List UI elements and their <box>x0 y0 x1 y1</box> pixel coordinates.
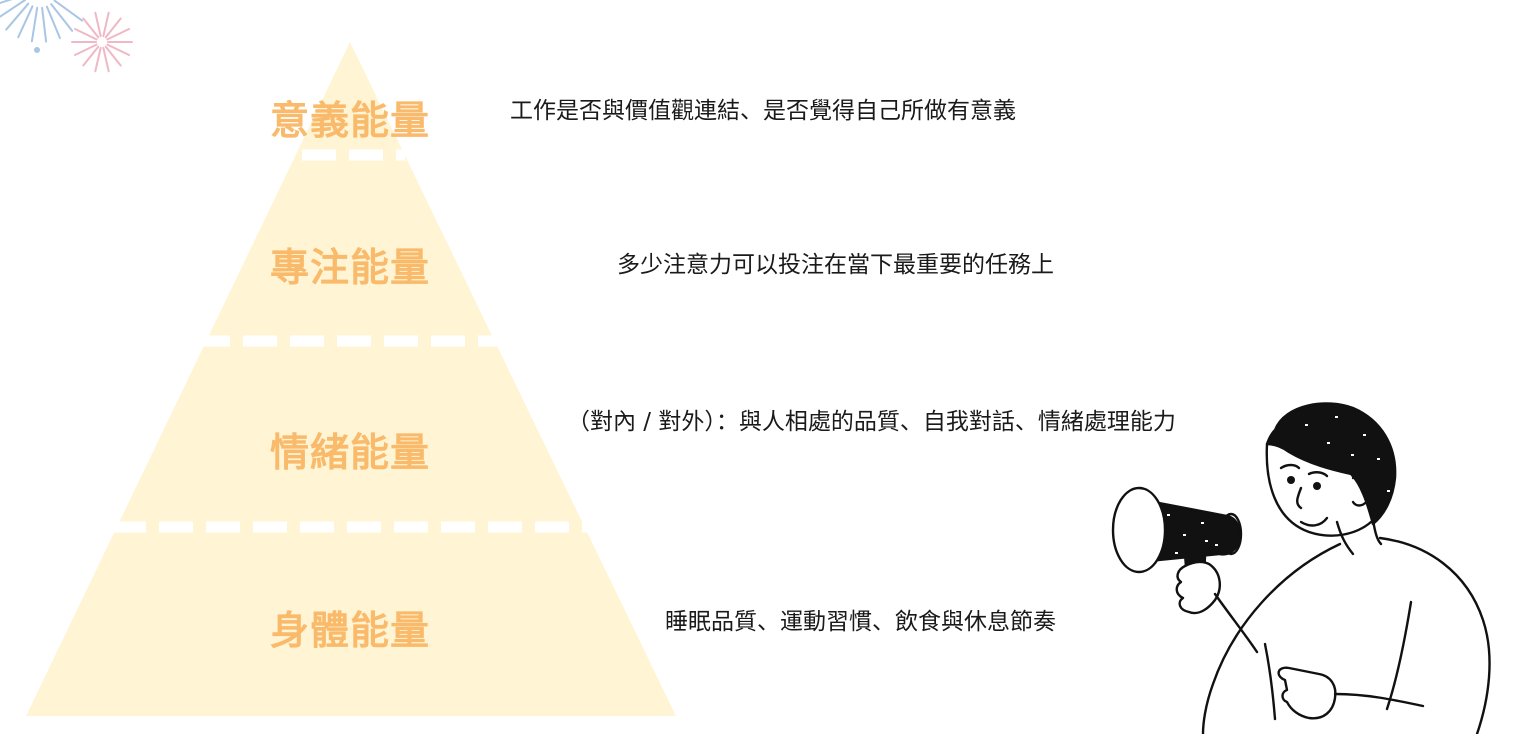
firework-ray <box>73 43 98 57</box>
megaphone-bell <box>1111 486 1167 574</box>
level-desc-meaning: 工作是否與價值觀連結、是否覺得自己所做有意義 <box>510 98 1016 124</box>
speckle <box>1205 540 1208 542</box>
firework-ray <box>94 11 102 38</box>
sweater-outline-right <box>1378 536 1491 734</box>
speckle <box>1305 424 1308 426</box>
speckle <box>1351 454 1354 456</box>
eye-left <box>1287 476 1295 484</box>
level-label-focus: 專注能量 <box>269 246 430 291</box>
firework-ray <box>73 27 98 41</box>
level-desc-emotion: （對內 / 對外）：與人相處的品質、自我對話、情緒處理能力 <box>567 409 1176 435</box>
level-desc-body: 睡眠品質、運動習慣、飲食與休息節奏 <box>665 609 1056 635</box>
megaphone-rim <box>1219 512 1243 556</box>
pointing-hand <box>1277 666 1337 720</box>
ear <box>1351 474 1373 507</box>
sweater-fold-2 <box>1263 642 1277 721</box>
firework-ray <box>0 0 13 5</box>
firework-ray <box>30 6 39 43</box>
speckle <box>1215 544 1218 546</box>
firework-ray <box>53 0 84 22</box>
neck <box>1335 518 1383 556</box>
firework-ray <box>5 2 30 31</box>
firework-ray <box>41 6 48 43</box>
firework-ray <box>104 45 122 67</box>
firework-ray <box>106 43 131 57</box>
firework-ray <box>102 46 110 73</box>
mouth <box>1299 516 1329 527</box>
speckle <box>1167 514 1170 516</box>
firework-burst-blue <box>0 0 84 53</box>
face-outline <box>1265 442 1373 537</box>
firework-ray <box>106 27 131 41</box>
eye-right <box>1313 482 1321 490</box>
eyebrow-left <box>1279 463 1301 470</box>
eyebrow-right <box>1307 471 1329 478</box>
hand-holding-megaphone <box>1175 560 1221 615</box>
sweater-outline <box>1201 542 1342 734</box>
pyramid-shape <box>26 42 676 716</box>
texture-speckles <box>1167 416 1390 554</box>
level-label-emotion: 情緒能量 <box>269 431 430 476</box>
level-desc-focus: 多少注意力可以投注在當下最重要的任務上 <box>617 252 1054 278</box>
sweater-fold <box>1385 600 1413 711</box>
firework-ray <box>82 45 100 67</box>
firework-ray <box>82 17 100 39</box>
firework-ray <box>50 3 74 32</box>
arm-holding <box>1213 592 1259 654</box>
level-label-meaning: 意義能量 <box>269 99 430 144</box>
hair <box>1265 402 1397 526</box>
firework-ray <box>45 5 61 40</box>
speckle <box>1377 458 1380 460</box>
level-label-body: 身體能量 <box>269 609 430 654</box>
firework-icon <box>0 0 133 73</box>
firework-ray <box>17 5 34 39</box>
firework-dot <box>34 47 40 53</box>
firework-ray <box>94 46 102 73</box>
speckle <box>1201 522 1204 524</box>
speckle <box>1387 490 1390 492</box>
speckle <box>1175 552 1178 554</box>
speckle <box>1327 442 1330 444</box>
speckle <box>1363 434 1366 436</box>
firework-burst-pink <box>71 11 133 73</box>
firework-ray <box>0 0 27 18</box>
person-with-megaphone-illustration <box>1111 402 1491 734</box>
speckle <box>1335 416 1338 418</box>
firework-ray <box>104 17 122 39</box>
pointing-arm <box>1333 692 1425 708</box>
firework-ray <box>102 11 110 38</box>
nose <box>1296 486 1303 510</box>
speckle <box>1183 534 1186 536</box>
